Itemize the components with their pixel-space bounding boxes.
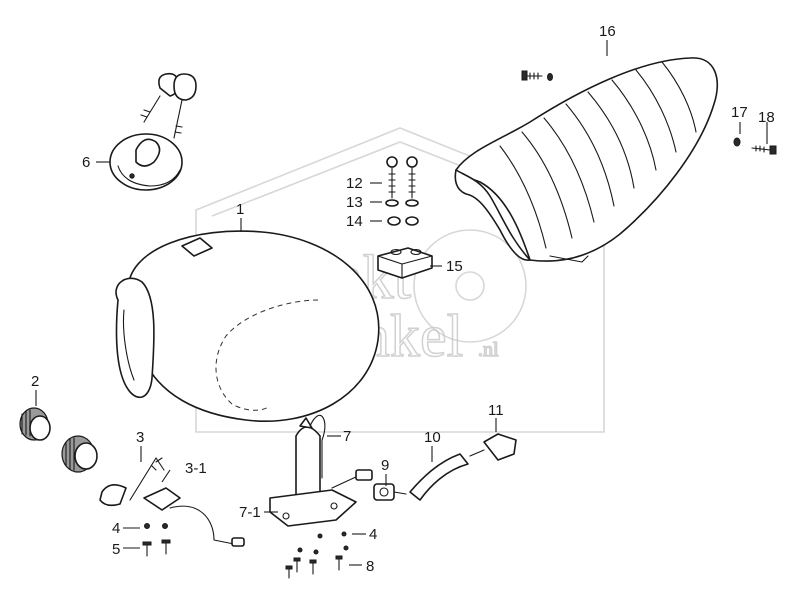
tank-caps <box>19 407 98 473</box>
seat-screw <box>751 145 777 155</box>
screw <box>285 565 293 579</box>
fuel-sender <box>99 457 245 547</box>
callout-5: 5 <box>112 541 120 558</box>
cap-small <box>19 407 51 441</box>
fuel-pump <box>269 414 373 527</box>
callout-3-1: 3-1 <box>185 460 207 477</box>
fuel-tank <box>115 230 380 422</box>
screw <box>142 541 152 557</box>
callout-11: 11 <box>488 402 504 419</box>
watermark-wheel-hub-icon <box>455 271 485 301</box>
cap-large <box>61 435 98 473</box>
screw <box>309 559 317 575</box>
callout-labels: 1 2 3 3-1 4 5 6 7 7-1 8 4 9 10 11 12 13 … <box>31 23 775 575</box>
watermark-suffix: .nl <box>478 339 499 361</box>
fasteners <box>142 523 349 579</box>
callout-10: 10 <box>424 429 441 446</box>
washer <box>405 199 419 207</box>
callout-2: 2 <box>31 373 39 390</box>
seat-small-parts <box>521 70 777 155</box>
callout-3: 3 <box>136 429 144 446</box>
callout-14: 14 <box>346 213 363 230</box>
leader-lines <box>35 40 768 566</box>
washer <box>387 216 401 226</box>
key-icon <box>173 73 197 139</box>
bolt <box>406 156 418 199</box>
bolt <box>521 70 553 81</box>
screw <box>161 539 171 555</box>
callout-16: 16 <box>599 23 616 40</box>
fuel-tank-top-plate <box>181 237 213 257</box>
fuel-valve <box>373 483 407 501</box>
seat-washer <box>733 137 741 147</box>
watermark-wheel-icon <box>413 229 527 343</box>
callout-7: 7 <box>343 428 351 445</box>
callout-9: 9 <box>381 457 389 474</box>
callout-15: 15 <box>446 258 463 275</box>
washer <box>405 216 419 226</box>
fuel-tank-cutout <box>115 277 155 398</box>
callout-6: 6 <box>82 154 90 171</box>
callout-1: 1 <box>236 201 244 218</box>
screw <box>335 555 343 571</box>
callout-8: 8 <box>366 558 374 575</box>
callout-4-left: 4 <box>112 520 120 537</box>
callout-7-1: 7-1 <box>239 504 261 521</box>
hose-connector <box>469 433 517 461</box>
callout-18: 18 <box>758 109 775 126</box>
washer <box>162 523 168 529</box>
fuel-tank-hidden-line <box>215 299 319 411</box>
callout-12: 12 <box>346 175 363 192</box>
seat-front-opening <box>454 169 531 261</box>
bolt <box>386 156 398 199</box>
seat-bolts <box>385 156 419 226</box>
keys-and-cap <box>109 72 197 191</box>
washer <box>385 199 399 207</box>
seat-pleats <box>499 61 697 249</box>
fuel-hose-assembly <box>373 433 517 501</box>
washer <box>144 523 150 529</box>
key-icon <box>140 72 179 123</box>
callout-17: 17 <box>731 104 748 121</box>
rubber-block <box>377 247 433 279</box>
callout-13: 13 <box>346 194 363 211</box>
seat <box>454 57 718 263</box>
callout-4-right: 4 <box>369 526 377 543</box>
fuel-cap <box>109 133 183 191</box>
fuel-tank-body <box>127 230 380 422</box>
seat-body <box>455 57 718 262</box>
fuel-hose <box>409 453 469 501</box>
screw <box>293 557 301 573</box>
